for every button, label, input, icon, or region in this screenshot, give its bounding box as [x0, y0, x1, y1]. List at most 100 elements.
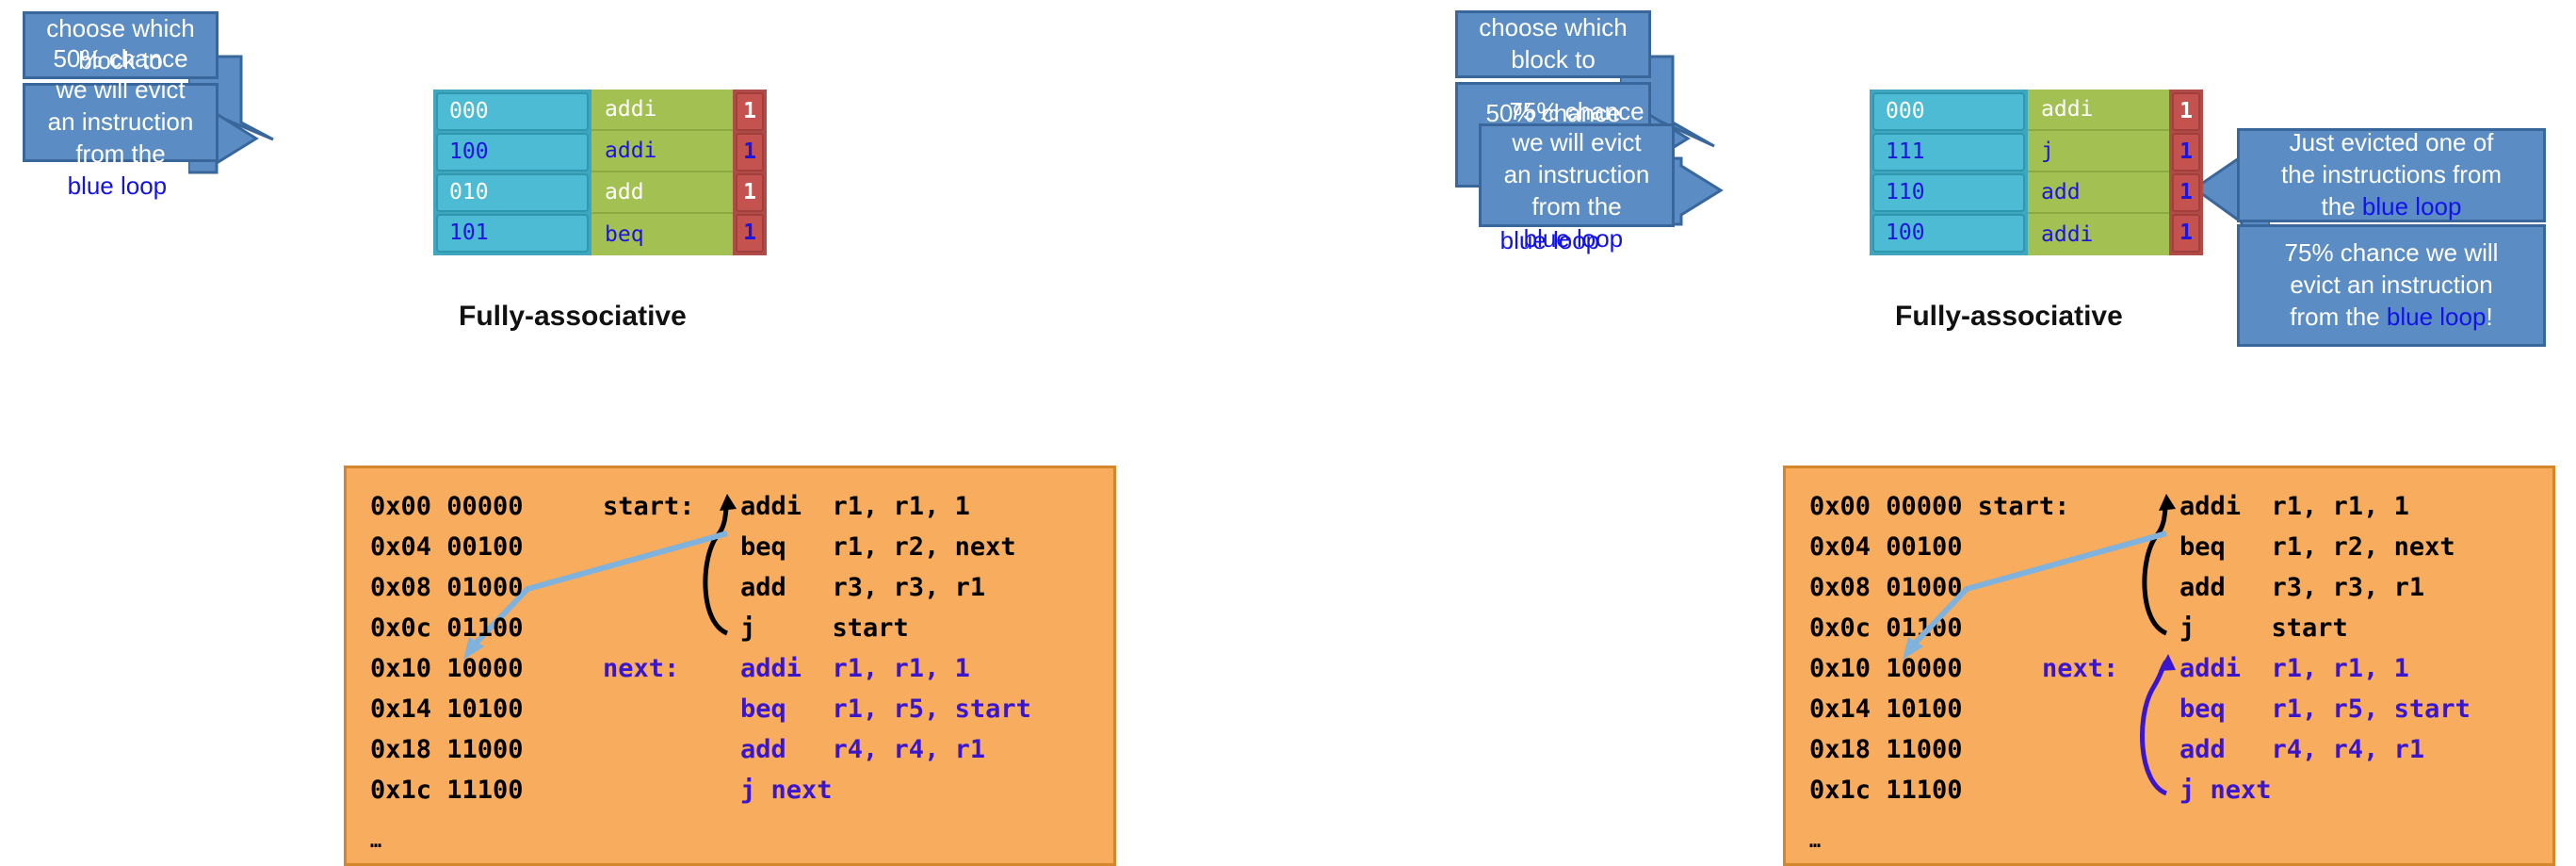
callout-just-evicted: Just evicted one of the instructions from… — [2237, 128, 2546, 222]
code-ellipsis: … — [1809, 829, 1822, 852]
code-ellipsis: … — [370, 829, 382, 852]
callout-line: 75% chance we will evict — [1495, 96, 1659, 160]
code-instr: beq r1, r2, next — [2179, 532, 2455, 562]
callout-span: ! — [167, 171, 174, 200]
code-address: 0x08 01000 — [370, 573, 524, 602]
callout-line: an instruction from the — [1495, 159, 1659, 223]
cache-cell-instruction: beq — [591, 214, 733, 255]
callout-span: ! — [2486, 302, 2493, 331]
code-label: next: — [603, 654, 680, 683]
cache-cell-instruction: j — [2028, 131, 2169, 172]
callout-span: an instruction from the — [1503, 160, 1650, 221]
cache-cell-instruction: addi — [2028, 90, 2169, 131]
cache-caption-right: Fully-associative — [1895, 301, 2123, 332]
callout-tail-75-right — [1653, 156, 1724, 226]
callout-line: the instructions from — [2281, 159, 2502, 191]
callout-span: Randomly choose which — [46, 0, 195, 43]
cache-cell-valid: 1 — [2172, 133, 2200, 172]
code-instruction: j start — [740, 613, 909, 643]
callout-line: an instruction from the — [39, 106, 203, 171]
callout-line: Randomly choose which — [1471, 0, 1635, 44]
cache-cell-tag: 110 — [1872, 173, 2025, 212]
blue-loop-text: blue loop — [2361, 191, 2462, 221]
code-instr: beq r1, r5, start — [2179, 694, 2471, 724]
code-instr: j start — [2179, 613, 2348, 643]
cache-cell-valid: 1 — [2172, 92, 2200, 131]
callout-span: 50% chance we will evict — [53, 43, 188, 105]
callout-span: Just evicted one of — [2289, 128, 2494, 157]
cache-cell-tag: 111 — [1872, 133, 2025, 172]
code-instr: addi r1, r1, 1 — [2179, 654, 2409, 683]
code-address: 0x0c 01100 — [370, 613, 524, 643]
code-label: start: — [603, 492, 695, 521]
code-line: 0x14 10100 — [1809, 694, 1963, 724]
cache-cell-tag: 101 — [436, 214, 589, 253]
code-address: 0x1c 11100 — [370, 776, 524, 805]
cache-cell-instruction: addi — [591, 131, 733, 172]
callout-line: Randomly choose which — [39, 0, 203, 45]
callout-span: the — [2321, 191, 2362, 221]
code-instr: j next — [2179, 776, 2272, 805]
callout-line: the blue loop — [2281, 191, 2502, 223]
code-line: 0x08 01000 — [1809, 573, 1963, 602]
callout-line: 50% chance we will evict — [39, 43, 203, 107]
callout-line: blue loop! — [1495, 223, 1659, 255]
code-address: 0x14 10100 — [370, 694, 524, 724]
cache-cell-tag: 000 — [1872, 92, 2025, 131]
callout-tail-50-left — [188, 105, 259, 174]
cache-cell-valid: 1 — [736, 133, 764, 172]
cache-cell-instruction: addi — [591, 90, 733, 131]
blue-loop-text: blue loop — [67, 171, 168, 200]
code-line: 0x18 11000 — [1809, 735, 1963, 764]
code-line: 0x1c 11100 — [1809, 776, 1963, 805]
code-instruction: add r4, r4, r1 — [740, 735, 986, 764]
callout-span: from the — [2290, 302, 2387, 331]
code-instruction: j next — [740, 776, 833, 805]
callout-line: evict an instruction — [2285, 270, 2499, 302]
code-instruction: beq r1, r2, next — [740, 532, 1016, 562]
cache-cell-tag: 100 — [1872, 214, 2025, 253]
cache-cell-tag: 000 — [436, 92, 589, 131]
callout-line: blue loop! — [39, 171, 203, 203]
callout-line: from the blue loop! — [2285, 302, 2499, 334]
callout-span: 75% chance we will — [2284, 238, 2499, 268]
callout-tail-random-left — [188, 55, 274, 172]
code-instr: add r3, r3, r1 — [2179, 573, 2425, 602]
code-label: next: — [2042, 654, 2119, 683]
cache-cell-valid: 1 — [736, 173, 764, 212]
callout-span: ! — [1599, 226, 1607, 255]
cache-cell-valid: 1 — [736, 92, 764, 131]
callout-span: the instructions from — [2280, 160, 2503, 189]
code-address: 0x04 00100 — [370, 532, 524, 562]
blue-loop-text: blue loop — [1523, 223, 1624, 253]
cache-cell-instruction: add — [2028, 172, 2169, 214]
callout-span: an instruction from the — [47, 107, 194, 168]
callout-span: 75% chance we will evict — [1509, 96, 1644, 157]
code-address: 0x00 00000 — [370, 492, 524, 521]
callout-line: Just evicted one of — [2281, 127, 2502, 159]
callout-line: blue loop! — [1471, 225, 1635, 257]
cache-cell-tag: 010 — [436, 173, 589, 212]
code-instr: add r4, r4, r1 — [2179, 735, 2425, 764]
code-instruction: add r3, r3, r1 — [740, 573, 986, 602]
code-instruction: addi r1, r1, 1 — [740, 654, 970, 683]
code-instruction: beq r1, r5, start — [740, 694, 1031, 724]
code-instruction: addi r1, r1, 1 — [740, 492, 970, 521]
cache-cell-instruction: addi — [2028, 214, 2169, 255]
